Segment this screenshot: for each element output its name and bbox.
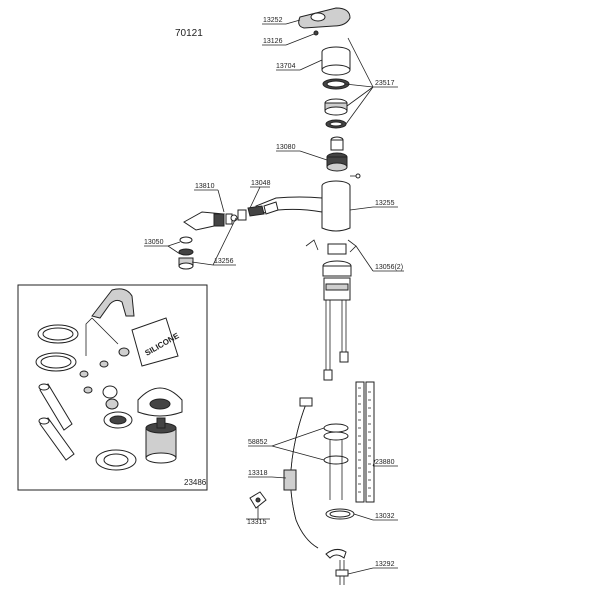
label-13080: 13080	[276, 144, 296, 151]
part-23880-supply-hoses	[355, 381, 375, 503]
kit-number: 23486	[184, 478, 207, 487]
label-23880: 23880	[375, 459, 395, 466]
kit-allen-key	[85, 317, 119, 356]
part-13080-cartridge	[326, 136, 348, 172]
label-13318: 13318	[248, 470, 268, 477]
label-13704: 13704	[276, 63, 296, 70]
part-13252-handle	[298, 7, 351, 29]
part-13050-aerator	[178, 236, 194, 270]
part-13048-connector	[237, 201, 279, 221]
label-13032: 13032	[375, 513, 395, 520]
kit-cartridge	[145, 417, 177, 464]
label-13810: 13810	[195, 183, 215, 190]
leader-lines	[144, 19, 404, 575]
label-13056: 13056(2)	[375, 264, 403, 271]
label-13048: 13048	[251, 180, 271, 187]
label-13256: 13256	[214, 258, 234, 265]
part-13315-quick-connect	[249, 491, 267, 509]
model-number: 70121	[175, 28, 203, 39]
label-13050: 13050	[144, 239, 164, 246]
label-58852: 58852	[248, 439, 268, 446]
label-13255: 13255	[375, 200, 395, 207]
kit-handle	[91, 288, 135, 319]
part-13126-screw	[313, 30, 319, 36]
part-13704-cap	[321, 46, 351, 76]
part-58852-weights	[323, 423, 349, 500]
label-13252: 13252	[263, 17, 283, 24]
kit-silicone-packet	[131, 317, 179, 367]
label-13126: 13126	[263, 38, 283, 45]
part-13810-spray-head	[183, 211, 238, 231]
part-shank-assembly	[322, 243, 352, 381]
label-13315: 13315	[247, 519, 267, 526]
part-13032-ring	[325, 508, 355, 520]
label-13292: 13292	[375, 561, 395, 568]
part-13318-pullout-hose	[283, 397, 319, 549]
part-23517-rings	[322, 78, 350, 129]
kit-box-23486: SILICONE 23486	[17, 284, 208, 491]
part-13292-mounting	[325, 548, 349, 585]
label-23517: 23517	[375, 80, 395, 87]
